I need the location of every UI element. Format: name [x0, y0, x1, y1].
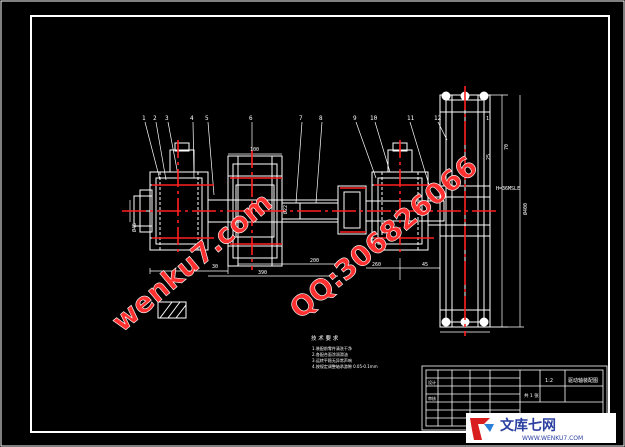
- part-num-8: 8: [319, 115, 323, 122]
- dim-span-1: 200: [310, 258, 319, 264]
- part-num-3: 3: [165, 115, 169, 122]
- part-leaders: [144, 121, 448, 204]
- dim-gear-width: 100: [250, 147, 259, 153]
- title-block-checker: 审核: [428, 395, 436, 401]
- title-block-name: 驱动轴装配图: [568, 377, 598, 384]
- logo-text: 文库七网: [500, 417, 556, 434]
- dimension-labels: 100 1 25 H=36MSLE Ø22 Ø45 30 200 390 260…: [131, 116, 529, 276]
- logo-url: WWW.WENKU7.COM: [522, 435, 583, 442]
- technical-notes: 技 术 要 求 1.装配前零件清洗干净 2.各配合面涂润滑油 3.运转平稳无异常…: [311, 334, 378, 369]
- dim-overall-height: Ø400: [522, 203, 529, 215]
- notes-title: 技 术 要 求: [311, 334, 339, 342]
- part-num-2: 2: [153, 115, 157, 122]
- notes-line-1: 1.装配前零件清洗干净: [312, 345, 352, 351]
- part-num-5: 5: [205, 115, 209, 122]
- notes-line-2: 2.各配合面涂润滑油: [312, 351, 348, 357]
- title-block-text: 驱动轴装配图 1:2 共 1 张 设计 审核: [428, 377, 598, 401]
- dim-top-right: 1: [486, 116, 489, 122]
- part-num-10: 10: [370, 115, 378, 122]
- part-num-7: 7: [299, 115, 303, 122]
- notes-line-3: 3.运转平稳无异常声响: [312, 357, 352, 363]
- part-num-6: 6: [249, 115, 253, 122]
- part-num-1: 1: [142, 115, 146, 122]
- section-hatch-block: [157, 301, 187, 319]
- part-num-12: 12: [434, 115, 442, 122]
- dim-side-len: 70: [504, 144, 510, 150]
- notes-line-4: 4.按规定调整轴承游隙 0.05-0.1mm: [312, 363, 378, 369]
- dim-shaft-dia: Ø22: [282, 205, 289, 214]
- site-logo: 文库七网 WWW.WENKU7.COM: [466, 413, 616, 443]
- part-num-11: 11: [407, 115, 415, 122]
- title-block-sheet: 共 1 张: [524, 392, 539, 399]
- dim-left-length: 30: [212, 264, 218, 270]
- centerlines: [122, 86, 500, 336]
- drawing-border: [30, 15, 610, 433]
- watermark-qq-text: QQ:306826066: [283, 150, 484, 326]
- watermark-qq: QQ:306826066: [283, 149, 484, 326]
- logo-mark-icon: [470, 418, 490, 440]
- dim-hub-dia: Ø45: [131, 223, 138, 232]
- title-block-scale: 1:2: [545, 378, 553, 384]
- dim-span-3: 260: [372, 262, 381, 268]
- part-num-9: 9: [353, 115, 357, 122]
- dim-pulley-label: H=36MSLE: [496, 186, 520, 192]
- part-num-4: 4: [190, 115, 194, 122]
- dimension-lines: [129, 94, 524, 333]
- dim-pulley-right: 25: [486, 154, 492, 160]
- dim-span-2: 390: [258, 270, 267, 276]
- title-block-designer: 设计: [428, 379, 436, 385]
- part-number-labels: 1 2 3 4 5 6 7 8 9 10 11 12: [142, 115, 442, 122]
- middle-coupling: [337, 185, 367, 235]
- dim-span-4: 45: [422, 262, 428, 268]
